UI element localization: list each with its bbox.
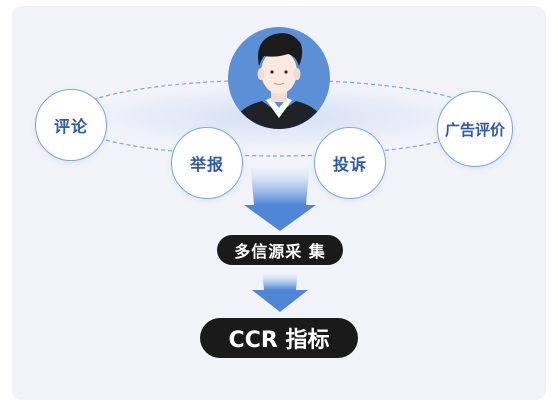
down-arrow-icon (252, 270, 308, 312)
multi-source-label: 多信源采 集 (234, 242, 326, 261)
node-complaint-label: 投诉 (332, 155, 367, 174)
node-ad-review-label: 广告评价 (444, 120, 505, 139)
ccr-metric-label: CCR 指标 (228, 328, 330, 353)
down-arrow-icon (244, 160, 316, 231)
node-report: 举报 (171, 127, 243, 199)
node-complaint: 投诉 (314, 127, 386, 199)
node-ad-review: 广告评价 (437, 91, 513, 167)
node-report-label: 举报 (189, 155, 224, 174)
ccr-metric-pill: CCR 指标 (200, 318, 358, 358)
node-comment-label: 评论 (53, 117, 88, 136)
user-avatar-icon (228, 27, 330, 129)
node-comment: 评论 (35, 89, 107, 161)
multi-source-pill: 多信源采 集 (217, 235, 343, 265)
